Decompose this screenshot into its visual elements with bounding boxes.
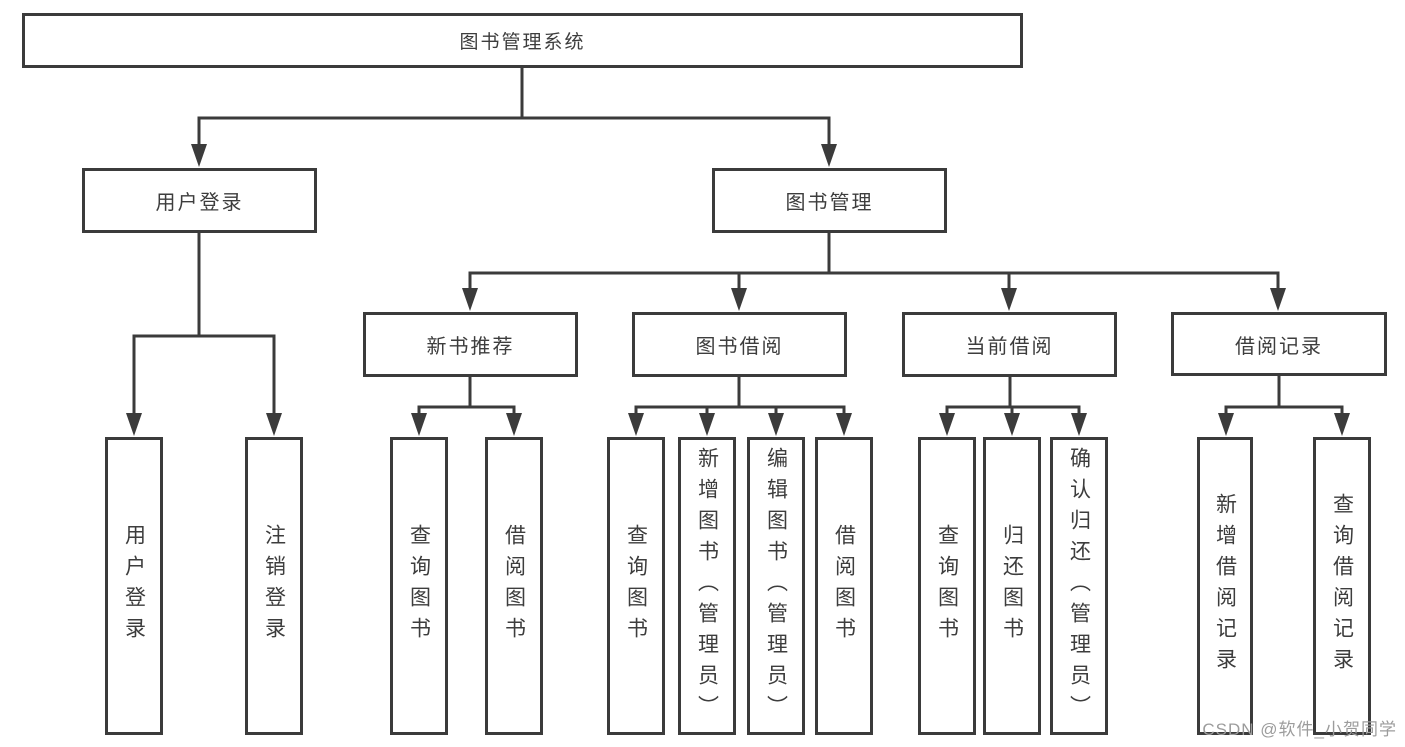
leaf-label: 查询图书 bbox=[407, 524, 431, 648]
leaf-add-borrow-record: 新增借阅记录 bbox=[1197, 437, 1253, 735]
leaf-return-book: 归还图书 bbox=[983, 437, 1041, 735]
leaf-label: 确认归还（管理员） bbox=[1067, 446, 1091, 726]
leaf-label: 查询图书 bbox=[935, 524, 959, 648]
node-label: 图书借阅 bbox=[695, 336, 784, 358]
leaf-label: 借阅图书 bbox=[502, 524, 526, 648]
leaf-label: 新增借阅记录 bbox=[1213, 493, 1237, 679]
leaf-query-book-1: 查询图书 bbox=[390, 437, 448, 735]
leaf-borrow-book-1: 借阅图书 bbox=[485, 437, 543, 735]
node-current-borrow: 当前借阅 bbox=[902, 312, 1117, 377]
leaf-user-login: 用户登录 bbox=[105, 437, 163, 735]
leaf-confirm-return-admin: 确认归还（管理员） bbox=[1050, 437, 1108, 735]
leaf-label: 归还图书 bbox=[1000, 524, 1024, 648]
leaf-query-book-3: 查询图书 bbox=[918, 437, 976, 735]
csdn-watermark: CSDN @软件_小贺同学 bbox=[1202, 720, 1397, 739]
node-label: 当前借阅 bbox=[965, 336, 1054, 358]
node-user-login: 用户登录 bbox=[82, 168, 317, 233]
leaf-query-borrow-record: 查询借阅记录 bbox=[1313, 437, 1371, 735]
node-new-book-recommend: 新书推荐 bbox=[363, 312, 578, 377]
node-root-library-management-system: 图书管理系统 bbox=[22, 13, 1023, 68]
leaf-query-book-2: 查询图书 bbox=[607, 437, 665, 735]
leaf-edit-book-admin: 编辑图书（管理员） bbox=[747, 437, 805, 735]
leaf-add-book-admin: 新增图书（管理员） bbox=[678, 437, 736, 735]
node-label: 借阅记录 bbox=[1235, 335, 1323, 358]
leaf-label: 借阅图书 bbox=[832, 524, 856, 648]
node-book-management: 图书管理 bbox=[712, 168, 947, 233]
leaf-logout: 注销登录 bbox=[245, 437, 303, 735]
leaf-label: 编辑图书（管理员） bbox=[764, 446, 788, 726]
leaf-label: 用户登录 bbox=[122, 524, 146, 648]
node-label: 新书推荐 bbox=[426, 336, 515, 358]
leaf-label: 查询借阅记录 bbox=[1330, 493, 1354, 679]
node-label: 图书管理系统 bbox=[459, 32, 586, 53]
leaf-label: 查询图书 bbox=[624, 524, 648, 648]
leaf-label: 新增图书（管理员） bbox=[695, 446, 719, 726]
node-borrow-records: 借阅记录 bbox=[1171, 312, 1387, 376]
arrowheads bbox=[126, 144, 1350, 436]
leaf-borrow-book-2: 借阅图书 bbox=[815, 437, 873, 735]
node-label: 用户登录 bbox=[155, 192, 244, 214]
node-book-borrow: 图书借阅 bbox=[632, 312, 847, 377]
leaf-label: 注销登录 bbox=[262, 524, 286, 648]
node-label: 图书管理 bbox=[785, 192, 874, 214]
